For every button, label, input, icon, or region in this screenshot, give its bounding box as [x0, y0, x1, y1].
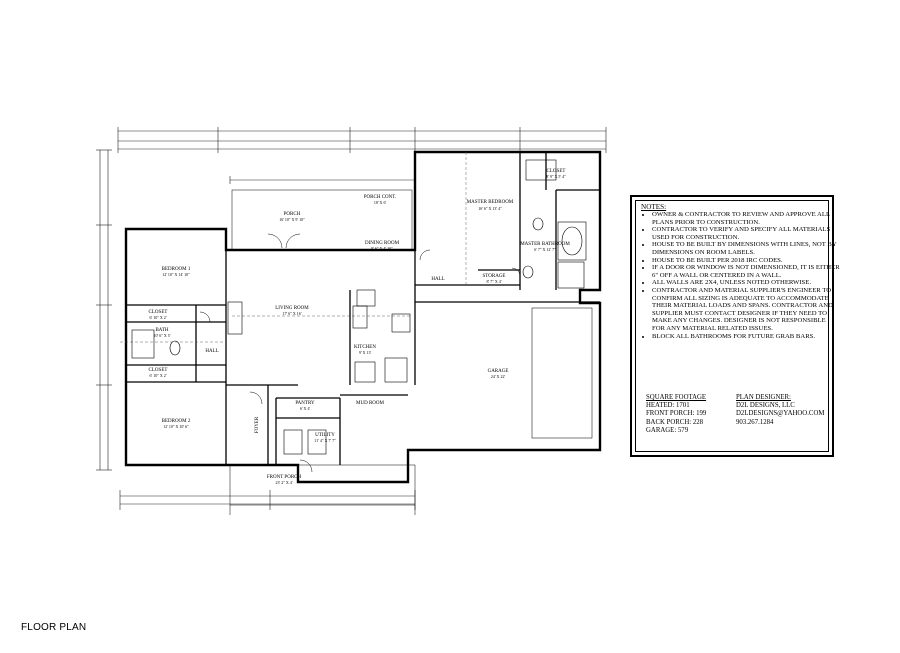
square-footage-heated: HEATED: 1701	[646, 402, 690, 410]
room-master-bath-name: MASTER BATHROOM	[520, 242, 570, 247]
plan-designer-company: D2L DESIGNS, LLC	[736, 402, 795, 410]
porch-outline	[229, 189, 416, 515]
room-pantry-name: PANTRY	[295, 401, 315, 406]
room-hall-right-name: HALL	[431, 277, 444, 282]
room-dining-name: DINING ROOM	[365, 241, 400, 246]
notes-panel-inner-border	[635, 200, 829, 452]
plan-designer-block: PLAN DESIGNER: D2L DESIGNS, LLC D2LDESIG…	[736, 394, 824, 427]
garage-door-outline	[531, 307, 593, 439]
room-garage-size: 24' X 22'	[491, 374, 506, 379]
square-footage-back-porch: BACK PORCH: 228	[646, 418, 704, 426]
square-footage-title: SQUARE FOOTAGE	[646, 394, 707, 401]
room-mud-name: MUD ROOM	[356, 401, 384, 406]
room-bedroom2-name: BEDROOM 2	[162, 419, 191, 424]
note-item: ALL WALLS ARE 2X4, UNLESS NOTED OTHERWIS…	[652, 279, 840, 287]
notes-list: OWNER & CONTRACTOR TO REVIEW AND APPROVE…	[638, 211, 840, 340]
note-item: CONTRACTOR AND MATERIAL SUPPLIER'S ENGIN…	[652, 287, 840, 333]
room-foyer-name: FOYER	[255, 416, 260, 433]
room-garage-name: GARAGE	[488, 369, 509, 374]
room-master-bed-size: 16' 6" X 13' 4"	[478, 206, 502, 211]
dimension-lines	[96, 127, 607, 510]
note-item: CONTRACTOR TO VERIFY AND SPECIFY ALL MAT…	[652, 226, 840, 241]
room-living-name: LIVING ROOM	[275, 306, 309, 311]
room-closet2-size: 6' 10" X 2'	[150, 373, 167, 378]
room-bedroom2-size: 12' 10" X 10' 6"	[163, 424, 189, 429]
door-swings	[199, 233, 521, 473]
interior-walls	[126, 152, 600, 465]
room-master-closet-name: CLOSET	[547, 169, 566, 174]
room-utility-name: UTILITY	[315, 433, 335, 438]
square-footage-block: SQUARE FOOTAGE HEATED: 1701 FRONT PORCH:…	[646, 394, 706, 435]
note-item: BLOCK ALL BATHROOMS FOR FUTURE GRAB BARS…	[652, 333, 840, 341]
notes-title: NOTES:	[641, 203, 667, 211]
notes-panel: NOTES: OWNER & CONTRACTOR TO REVIEW AND …	[630, 195, 840, 457]
room-storage-name: STORAGE	[483, 274, 506, 279]
note-item: HOUSE TO BE BUILT BY DIMENSIONS WITH LIN…	[652, 241, 840, 256]
fixtures	[131, 159, 587, 455]
room-bath-size: 10' 6" X 5'	[154, 333, 171, 338]
room-front-porch-size: 23' 2" X 4'	[276, 480, 293, 485]
note-item: HOUSE TO BE BUILT PER 2018 IRC CODES.	[652, 257, 840, 265]
room-closet2-name: CLOSET	[149, 368, 168, 373]
room-storage-size: 8' 7" X 4'	[487, 279, 502, 284]
plan-designer-email: D2LDESIGNS@YAHOO.COM	[736, 410, 825, 418]
room-master-closet-size: 8' 9" X 5' 4"	[546, 174, 566, 179]
room-bath-name: BATH	[155, 328, 168, 333]
room-hall-left-name: HALL	[205, 349, 218, 354]
plan-designer-phone: 903.267.1284	[736, 418, 774, 426]
note-item: IF A DOOR OR WINDOW IS NOT DIMENSIONED, …	[652, 264, 840, 279]
room-kitchen-name: KITCHEN	[354, 345, 376, 350]
exterior-walls	[124, 150, 602, 484]
plan-designer-title: PLAN DESIGNER:	[736, 394, 791, 401]
room-porch-name: PORCH	[284, 212, 301, 217]
room-kitchen-size: 9' X 13'	[359, 350, 372, 355]
room-labels: PORCH 16' 10" X 9' 10" PORCH CONT. 18' X…	[149, 169, 571, 485]
dashed-lines	[120, 152, 467, 343]
square-footage-front-porch: FRONT PORCH: 199	[646, 410, 707, 418]
sheet-title: FLOOR PLAN	[21, 622, 87, 633]
room-bedroom1-size: 12' 10" X 14' 10"	[162, 272, 190, 277]
room-utility-size: 11' 4" X 7' 7"	[314, 438, 336, 443]
room-master-bed-name: MASTER BEDROOM	[467, 200, 514, 205]
room-closet1-name: CLOSET	[149, 310, 168, 315]
room-living-size: 17' 6" X 16'	[283, 311, 302, 316]
room-porch-cont-name: PORCH CONT.	[364, 195, 396, 200]
room-front-porch-name: FRONT PORCH	[267, 475, 302, 480]
room-dining-size: 9' 6" X 4' 10"	[371, 246, 393, 251]
room-closet1-size: 6' 10" X 2'	[150, 315, 167, 320]
room-bedroom1-name: BEDROOM 1	[162, 267, 191, 272]
room-porch-size: 16' 10" X 9' 10"	[279, 217, 305, 222]
square-footage-garage: GARAGE: 579	[646, 426, 689, 434]
room-porch-cont-size: 18' X 6'	[374, 200, 387, 205]
room-pantry-size: 6' X 4'	[300, 406, 311, 411]
note-item: OWNER & CONTRACTOR TO REVIEW AND APPROVE…	[652, 211, 840, 226]
room-master-bath-size: 6' 7" X 12' 7"	[534, 247, 556, 252]
